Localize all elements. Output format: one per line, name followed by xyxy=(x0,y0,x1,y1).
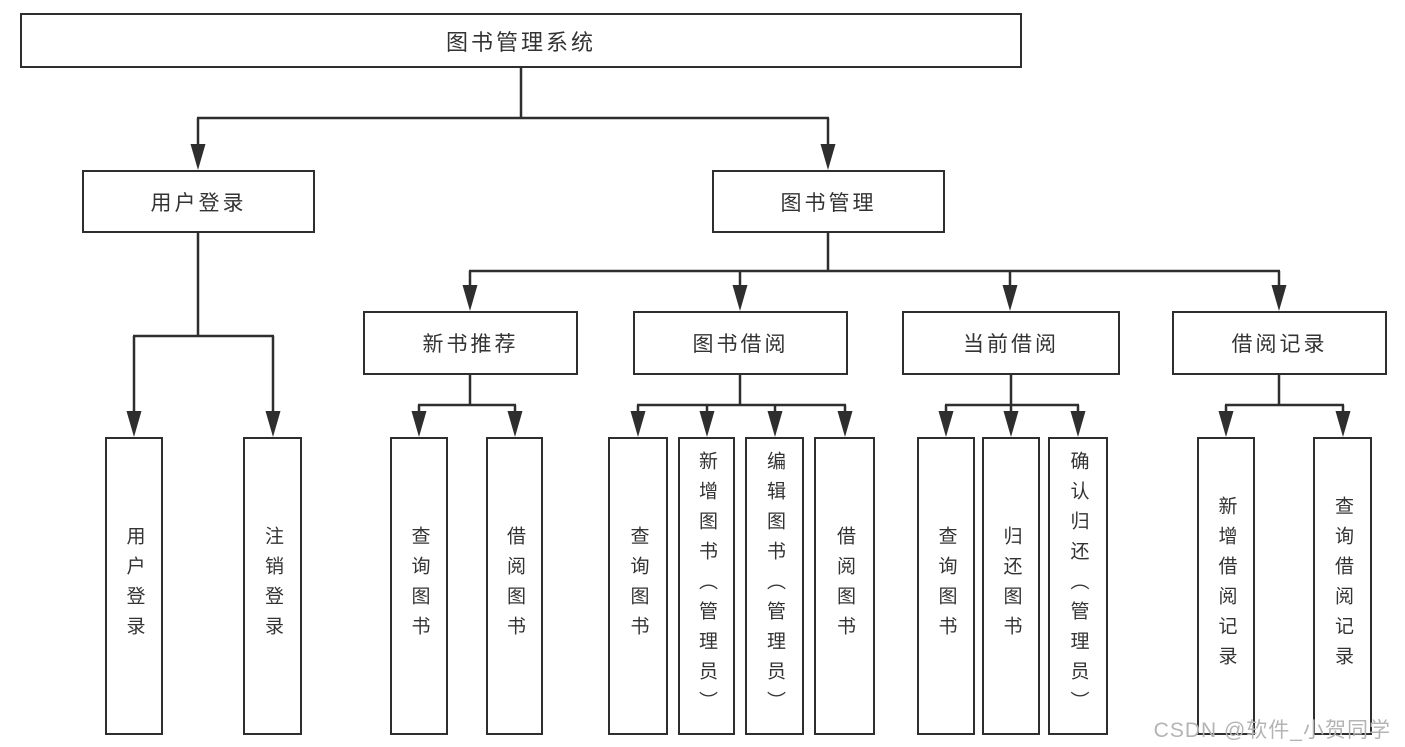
leaf-query-borrow-record: 查询借阅记录 xyxy=(1313,437,1372,735)
node-label: 查询图书 xyxy=(627,526,649,646)
node-label: 新增图书（管理员） xyxy=(696,451,717,721)
node-label: 归还图书 xyxy=(1000,526,1022,646)
node-borrowing-records: 借阅记录 xyxy=(1172,311,1387,375)
node-library-system-root: 图书管理系统 xyxy=(20,13,1022,68)
leaf-query-books-recommend: 查询图书 xyxy=(390,437,448,735)
node-book-management: 图书管理 xyxy=(712,170,945,233)
leaf-add-borrow-record: 新增借阅记录 xyxy=(1197,437,1255,735)
node-user-login: 用户登录 xyxy=(82,170,315,233)
node-book-borrowing: 图书借阅 xyxy=(633,311,848,375)
leaf-borrow-books: 借阅图书 xyxy=(814,437,875,735)
node-label: 编辑图书（管理员） xyxy=(764,451,785,721)
leaf-borrow-books-recommend: 借阅图书 xyxy=(486,437,543,735)
leaf-logout: 注销登录 xyxy=(243,437,302,735)
node-label: 查询图书 xyxy=(935,526,957,646)
node-label: 用户登录 xyxy=(150,191,247,215)
node-label: 图书管理系统 xyxy=(445,29,596,55)
leaf-edit-books-admin: 编辑图书（管理员） xyxy=(745,437,804,735)
node-label: 图书借阅 xyxy=(692,333,789,356)
leaf-add-books-admin: 新增图书（管理员） xyxy=(678,437,735,735)
node-label: 借阅图书 xyxy=(504,526,525,646)
leaf-return-books: 归还图书 xyxy=(982,437,1040,735)
node-label: 当前借阅 xyxy=(963,333,1059,356)
leaf-confirm-return-admin: 确认归还（管理员） xyxy=(1048,437,1108,735)
node-new-book-recommendation: 新书推荐 xyxy=(363,311,578,375)
node-current-borrowing: 当前借阅 xyxy=(902,311,1120,375)
node-label: 确认归还（管理员） xyxy=(1067,451,1089,721)
node-label: 用户登录 xyxy=(123,526,145,646)
node-label: 新增借阅记录 xyxy=(1215,496,1237,676)
node-label: 注销登录 xyxy=(262,526,283,646)
leaf-user-login: 用户登录 xyxy=(105,437,163,735)
node-label: 借阅记录 xyxy=(1231,333,1328,356)
leaf-query-books-borrow: 查询图书 xyxy=(608,437,668,735)
node-label: 查询图书 xyxy=(408,526,430,646)
leaf-query-books-current: 查询图书 xyxy=(917,437,975,735)
watermark: CSDN @软件_小贺同学 xyxy=(1153,719,1391,742)
node-label: 借阅图书 xyxy=(834,526,855,646)
node-label: 图书管理 xyxy=(780,191,877,215)
node-label: 新书推荐 xyxy=(422,333,519,356)
arrowhead-icons xyxy=(126,144,1351,437)
node-label: 查询借阅记录 xyxy=(1332,496,1353,676)
